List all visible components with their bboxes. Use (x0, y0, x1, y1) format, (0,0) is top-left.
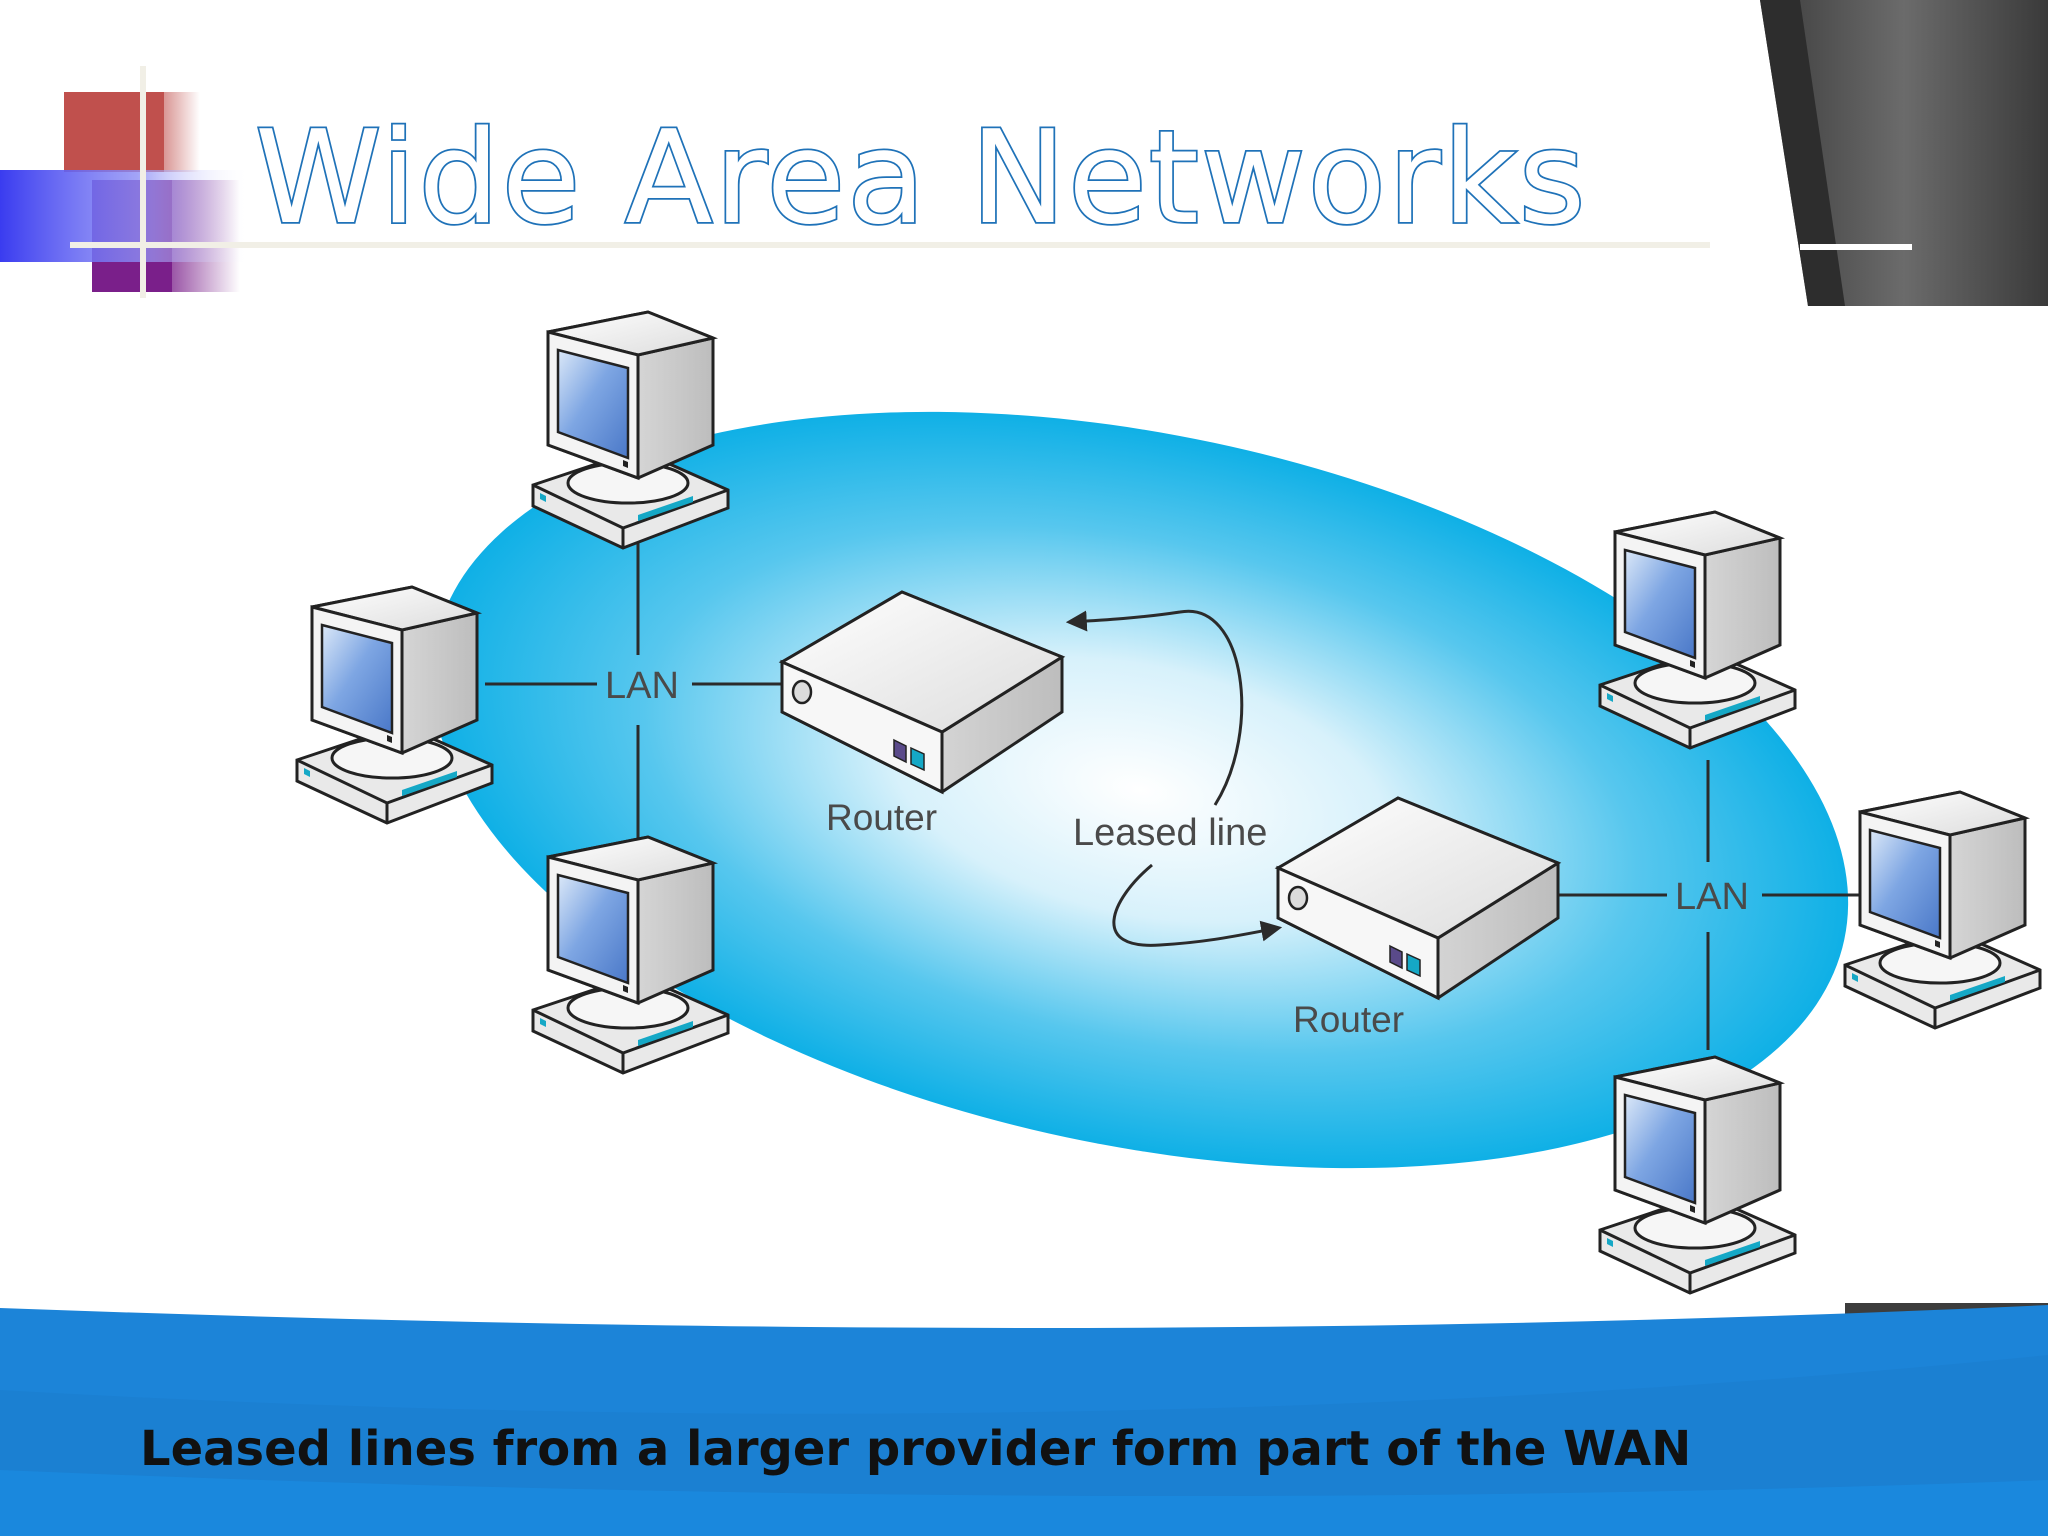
leased-line-label: Leased line (1073, 812, 1267, 854)
computer-icon (531, 310, 730, 550)
footer-band (0, 1303, 2048, 1536)
right-router-label: Router (1293, 999, 1404, 1040)
computer-icon (1598, 1055, 1797, 1295)
title-rule-right (1800, 244, 1912, 250)
left-lan-label: LAN (605, 665, 679, 707)
right-lan-wires (1555, 760, 1860, 1050)
right-lan-label: LAN (1675, 876, 1749, 918)
slide-caption: Leased lines from a larger provider form… (140, 1421, 1691, 1477)
corner-decoration (0, 66, 1710, 298)
slide-title: Wide Area Networks (255, 104, 1587, 253)
leased-line-arrow-up (1065, 609, 1244, 806)
left-router-label: Router (826, 797, 937, 838)
computer-icon (1843, 790, 2042, 1030)
leased-line-arrow-down (1112, 863, 1283, 947)
computer-icon (295, 585, 494, 825)
network-cloud (431, 411, 1849, 1169)
computer-icon (1598, 510, 1797, 750)
computer-icon (531, 835, 730, 1075)
dark-corner-shadow (1760, 0, 1845, 306)
